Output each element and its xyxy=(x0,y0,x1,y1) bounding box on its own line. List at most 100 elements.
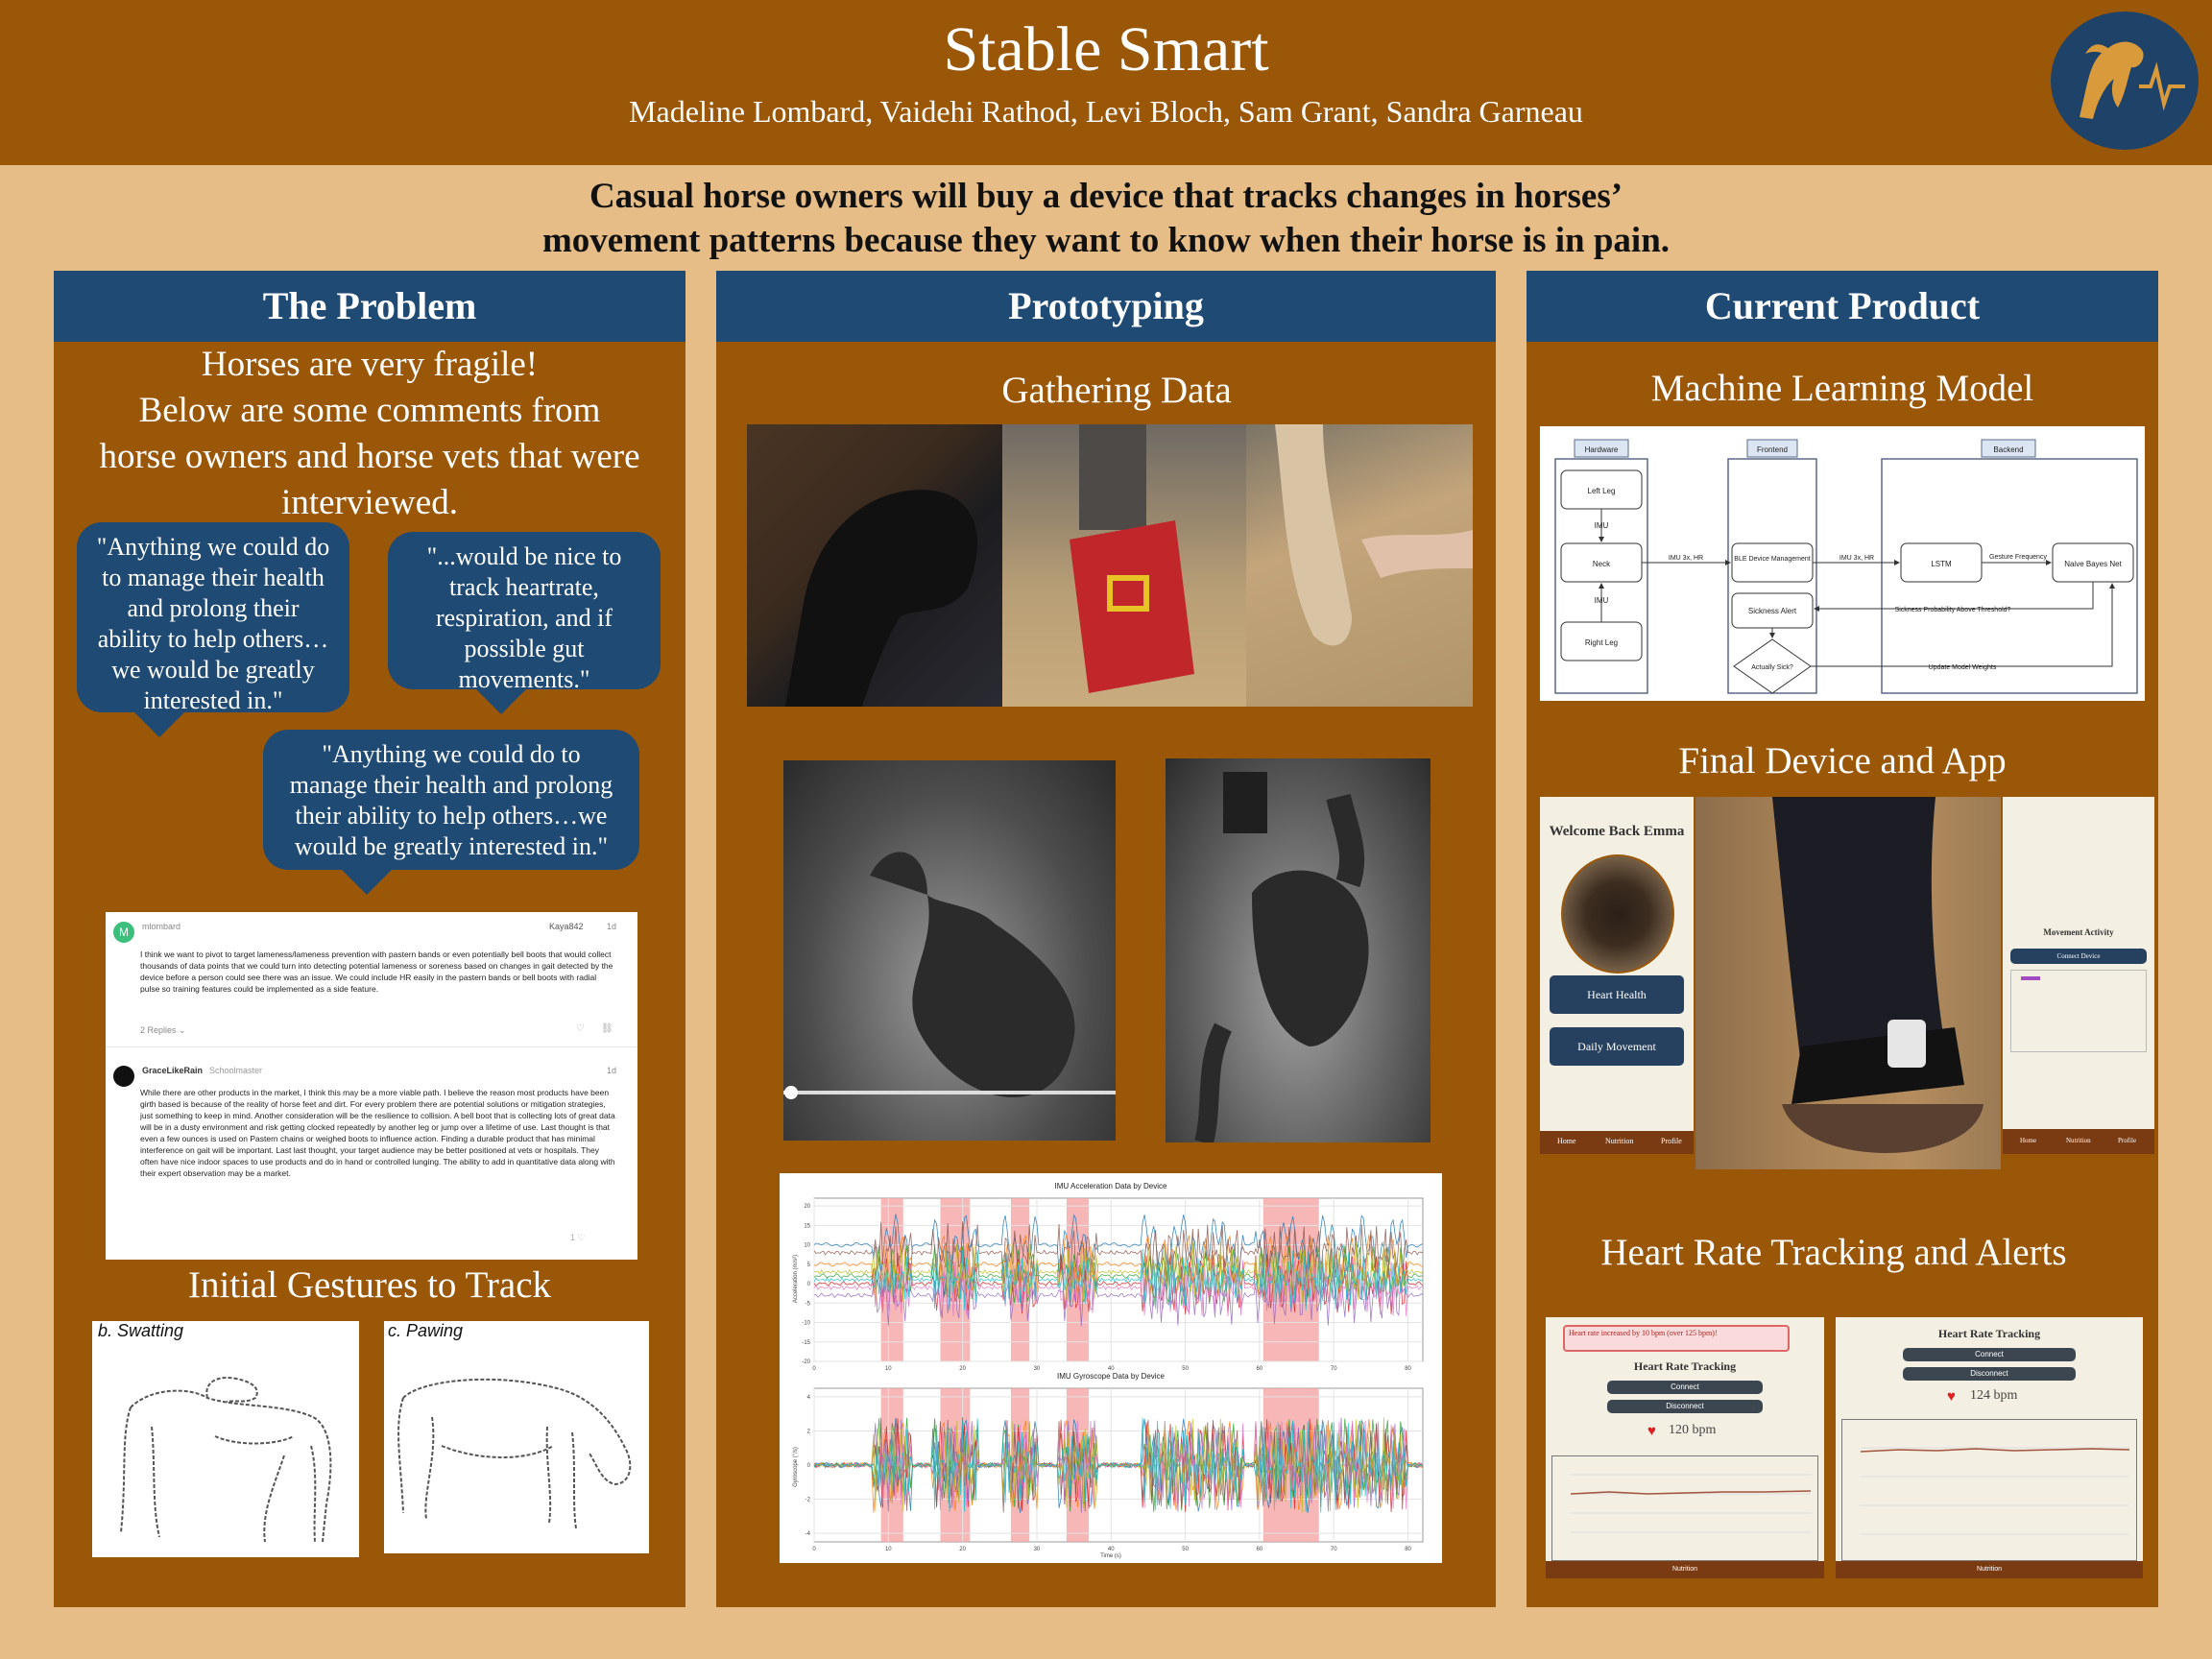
x-tick-label: 10 xyxy=(885,1547,892,1552)
heart-icon-right: ♥ xyxy=(1947,1388,1956,1405)
problem-panel: The Problem Horses are very fragile! Bel… xyxy=(54,271,685,1607)
infrared-standing-horse-photo xyxy=(1166,758,1431,1142)
like-count[interactable]: 1 ♡ xyxy=(570,1233,586,1242)
x-tick-label: 60 xyxy=(1257,1547,1263,1552)
node-lstm: LSTM xyxy=(1931,560,1952,568)
quote-bubble-2: "...would be nice to track heartrate, re… xyxy=(388,532,661,693)
series-line xyxy=(813,1240,1424,1304)
hr-disconnect-right[interactable]: Disconnect xyxy=(1903,1367,2076,1381)
quote-bubble-3: "Anything we could do to manage their he… xyxy=(263,730,639,870)
device-on-horse-leg-photo xyxy=(1695,797,2001,1169)
forum-screenshot: M mlombard Kaya842 1d I think we want to… xyxy=(106,912,637,1260)
y-tick-label: 0 xyxy=(807,1463,811,1469)
intro-line-1: Horses are very fragile! xyxy=(201,345,539,384)
edge-update-weights: Update Model Weights xyxy=(1929,664,1997,671)
nav-profile-2[interactable]: Profile xyxy=(2118,1137,2137,1144)
diagram-group-hardware: Hardware xyxy=(1585,445,1619,454)
gathering-data-heading: Gathering Data xyxy=(1001,370,1232,411)
series-line xyxy=(813,1420,1424,1510)
hr-heading: Heart Rate Tracking and Alerts xyxy=(1600,1232,2067,1273)
heart-icon[interactable]: ♡ xyxy=(576,1023,585,1034)
y-tick-label: 0 xyxy=(807,1282,811,1287)
user-avatar-2 xyxy=(113,1066,134,1087)
app-nav-bar: Home Nutrition Profile xyxy=(1540,1131,1694,1154)
hr-connect-right[interactable]: Connect xyxy=(1903,1348,2076,1361)
movement-activity-chart xyxy=(2010,970,2147,1052)
y-tick-label: 15 xyxy=(804,1223,810,1229)
x-tick-label: 70 xyxy=(1331,1366,1337,1372)
prototyping-heading: Prototyping xyxy=(716,271,1496,342)
nav-home-2[interactable]: Home xyxy=(2020,1137,2037,1144)
hr-connect-left[interactable]: Connect xyxy=(1607,1381,1763,1394)
chart-xlabel: Time (s) xyxy=(1100,1553,1121,1559)
acc-chart-title: IMU Acceleration Data by Device xyxy=(1055,1182,1167,1190)
series-line xyxy=(813,1214,1424,1276)
x-tick-label: 50 xyxy=(1182,1366,1189,1372)
hr-disconnect-left[interactable]: Disconnect xyxy=(1607,1400,1763,1413)
app-home-screen: Welcome Back Emma Heart Health Daily Mov… xyxy=(1540,797,1694,1154)
link-icon[interactable]: ⛓ xyxy=(601,1023,613,1034)
x-tick-label: 40 xyxy=(1108,1547,1115,1552)
gestures-heading: Initial Gestures to Track xyxy=(187,1264,552,1306)
pawing-sketch: c. Pawing xyxy=(384,1321,649,1553)
movement-activity-screen: Movement Activity Connect Device Home Nu… xyxy=(2003,797,2154,1154)
nav-nutrition-2[interactable]: Nutrition xyxy=(2066,1137,2091,1144)
post-age-2: 1d xyxy=(607,1066,617,1075)
horse-avatar xyxy=(1561,854,1674,974)
current-product-panel: Current Product Machine Learning Model H… xyxy=(1527,271,2158,1607)
series-line xyxy=(813,1248,1424,1311)
forum-user-role: Schoolmaster xyxy=(209,1066,263,1075)
node-right-leg: Right Leg xyxy=(1585,638,1618,647)
nav-profile[interactable]: Profile xyxy=(1661,1137,1682,1145)
edge-imu-hr-1: IMU 3x, HR xyxy=(1669,555,1703,562)
current-product-heading: Current Product xyxy=(1527,271,2158,342)
activity-nav-bar: Home Nutrition Profile xyxy=(2003,1129,2154,1154)
leg-wrap-photo xyxy=(1002,424,1246,707)
hypothesis-line-2: movement patterns because they want to k… xyxy=(541,221,1671,260)
final-device-heading: Final Device and App xyxy=(1678,740,2007,781)
forum-post-1: I think we want to pivot to target lamen… xyxy=(140,950,613,994)
forum-post-2: While there are other products in the ma… xyxy=(140,1088,615,1178)
y-tick-label: -2 xyxy=(805,1498,811,1503)
hr-nav-left[interactable]: Nutrition xyxy=(1546,1561,1824,1578)
heart-icon-left: ♥ xyxy=(1647,1423,1656,1439)
hr-nav-right[interactable]: Nutrition xyxy=(1836,1561,2143,1578)
acc-chart-ylabel: Acceleration (m/s²) xyxy=(793,1255,799,1303)
diagram-group-frontend: Frontend xyxy=(1757,445,1788,454)
connect-device-button[interactable]: Connect Device xyxy=(2010,949,2147,964)
horse-stall-photo xyxy=(747,424,1002,707)
movement-activity-title: Movement Activity xyxy=(2043,927,2114,937)
post-age-1: 1d xyxy=(607,922,617,931)
infrared-lying-horse-photo xyxy=(783,760,1116,1141)
nav-home[interactable]: Home xyxy=(1557,1137,1576,1145)
legend-swatch xyxy=(2021,976,2040,980)
edge-sickness-probability: Sickness Probability Above Threshold? xyxy=(1895,607,2011,613)
quote-bubble-1-tail xyxy=(134,712,184,737)
heart-health-button[interactable]: Heart Health xyxy=(1550,975,1684,1014)
bpm-right: 124 bpm xyxy=(1970,1388,2018,1403)
x-tick-label: 40 xyxy=(1108,1366,1115,1372)
hr-chart-left xyxy=(1551,1455,1818,1561)
hr-title-right: Heart Rate Tracking xyxy=(1937,1327,2041,1340)
x-tick-label: 60 xyxy=(1257,1366,1263,1372)
diagram-group-backend: Backend xyxy=(1993,445,2023,454)
replies-toggle[interactable]: 2 Replies ⌄ xyxy=(140,1025,186,1035)
hr-chart-right xyxy=(1841,1419,2137,1561)
hr-alert-banner: Heart rate increased by 10 bpm (over 125… xyxy=(1563,1325,1790,1352)
y-tick-label: -4 xyxy=(805,1531,811,1537)
daily-movement-button[interactable]: Daily Movement xyxy=(1550,1027,1684,1066)
prototyping-panel: Prototyping Gathering Data xyxy=(716,271,1496,1607)
swatting-sketch: b. Swatting xyxy=(92,1321,359,1557)
forum-username-2: GraceLikeRain xyxy=(142,1066,204,1075)
welcome-text: Welcome Back Emma xyxy=(1549,824,1685,839)
problem-intro: Horses are very fragile! Below are some … xyxy=(54,342,685,526)
nav-nutrition[interactable]: Nutrition xyxy=(1605,1137,1634,1145)
imu-chart-svg: IMU Acceleration Data by Device Accelera… xyxy=(793,1182,1424,1559)
hr-alert-screen: Heart rate increased by 10 bpm (over 125… xyxy=(1546,1317,1824,1578)
hoof-check-photo xyxy=(1246,424,1473,707)
x-tick-label: 80 xyxy=(1405,1547,1411,1552)
gyro-chart-ylabel: Gyroscope (°/s) xyxy=(793,1447,799,1487)
horse-logo-icon xyxy=(2051,12,2199,150)
node-actually-sick: Actually Sick? xyxy=(1751,664,1793,671)
intro-line-2: Below are some comments from xyxy=(138,391,601,430)
